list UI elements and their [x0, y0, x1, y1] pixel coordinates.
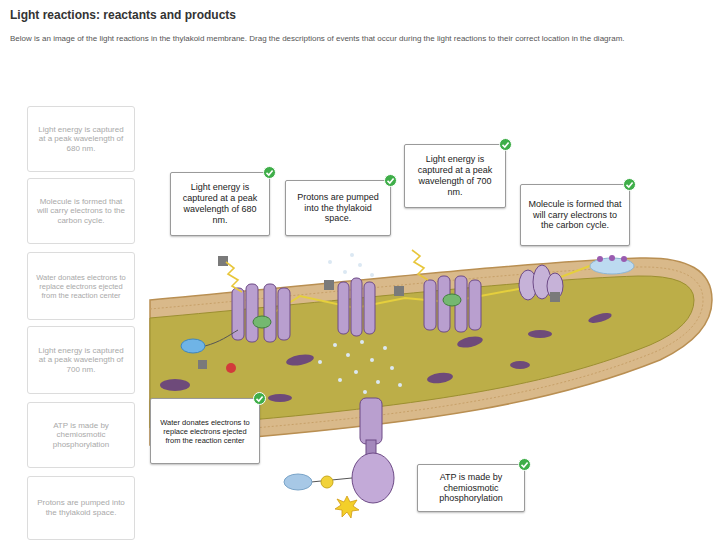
- box-text: Light energy is captured at a peak wavel…: [34, 346, 128, 375]
- box-text: ATP is made by chemiosmotic phosphorylat…: [34, 421, 128, 450]
- placed-label-box: Light energy is captured at a peak wavel…: [404, 144, 506, 208]
- nadph-molecule: [590, 255, 634, 274]
- box-text: Molecule is formed that will carry elect…: [528, 199, 622, 231]
- box-text: ATP is made by chemiosmotic phosphorylat…: [425, 472, 517, 504]
- box-text: Light energy is captured at a peak wavel…: [34, 125, 128, 154]
- photosystem-i: [424, 276, 481, 332]
- drag-option-box: Water donates electrons to replace elect…: [27, 252, 135, 320]
- placed-label-box: ATP is made by chemiosmotic phosphorylat…: [417, 464, 525, 512]
- check-mark: [384, 174, 397, 187]
- drag-option-box: ATP is made by chemiosmotic phosphorylat…: [27, 402, 135, 468]
- box-text: Light energy is captured at a peak wavel…: [178, 182, 262, 225]
- drag-option-box: Protons are pumped into the thylakoid sp…: [27, 476, 135, 540]
- light-ray: [412, 250, 428, 280]
- proton-dots: [318, 253, 402, 394]
- box-text: Water donates electrons to replace elect…: [158, 418, 252, 445]
- check-mark: [253, 392, 266, 405]
- placed-label-box: Light energy is captured at a peak wavel…: [170, 172, 270, 236]
- title-heading: Light reactions: reactants and products: [10, 8, 236, 22]
- cytochrome-complex: [338, 278, 375, 336]
- box-text: Molecule is formed that will carry elect…: [34, 197, 128, 226]
- light-ray: [226, 262, 242, 292]
- placed-label-box: Molecule is formed that will carry elect…: [520, 184, 630, 246]
- carrier-squares: [198, 256, 560, 369]
- drag-option-box: Light energy is captured at a peak wavel…: [27, 326, 135, 394]
- drag-option-box: Light energy is captured at a peak wavel…: [27, 106, 135, 172]
- box-text: Water donates electrons to replace elect…: [34, 273, 128, 300]
- photosystem-ii: [232, 284, 290, 342]
- placed-label-box: Water donates electrons to replace elect…: [150, 398, 260, 464]
- atp-synthase: [284, 398, 394, 518]
- instruction-text: Below is an image of the light reactions…: [10, 34, 700, 44]
- check-mark: [623, 178, 636, 191]
- box-text: Protons are pumped into the thylakoid sp…: [293, 192, 383, 224]
- box-text: Light energy is captured at a peak wavel…: [412, 154, 498, 197]
- drag-option-box: Molecule is formed that will carry elect…: [27, 178, 135, 244]
- check-mark: [499, 138, 512, 151]
- lumen-bodies: [160, 311, 613, 402]
- check-mark: [263, 166, 276, 179]
- placed-label-box: Protons are pumped into the thylakoid sp…: [285, 180, 391, 236]
- water-splitting: [181, 330, 238, 373]
- box-text: Protons are pumped into the thylakoid sp…: [34, 498, 128, 517]
- check-mark: [518, 458, 531, 471]
